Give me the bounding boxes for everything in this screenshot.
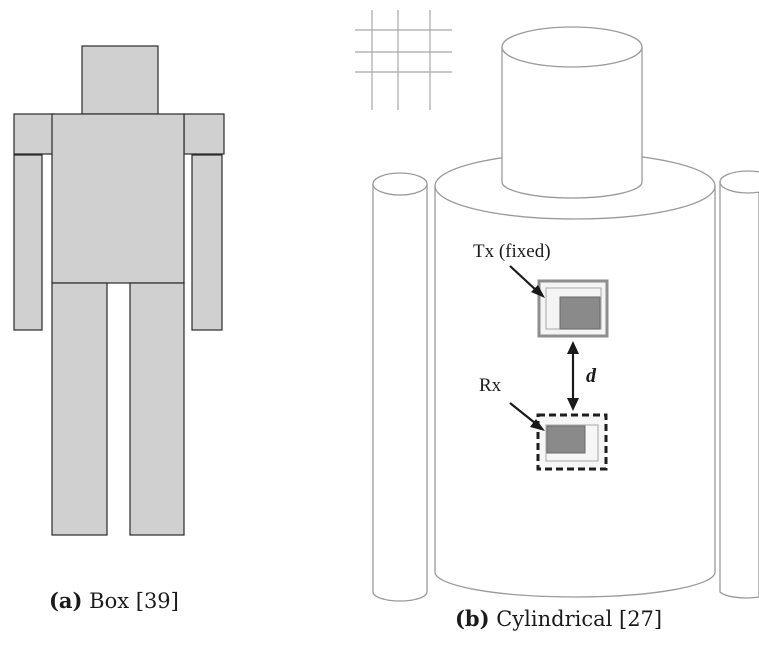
caption-b-text: Cylindrical [27] (489, 607, 663, 631)
box-left-leg (51, 282, 108, 536)
distance-label: d (586, 365, 597, 387)
caption-a-tag: (a) (49, 588, 83, 613)
rx-antenna (536, 413, 608, 471)
tx-antenna (537, 279, 609, 338)
box-right-leg (129, 282, 185, 536)
tx-label: Tx (fixed) (473, 241, 551, 262)
box-left-shoulder (13, 113, 55, 155)
head-cylinder (501, 26, 643, 199)
rx-label: Rx (479, 375, 502, 396)
cylindrical-body-model: Tx (fixed) Rx d (355, 10, 759, 602)
box-head (81, 45, 159, 115)
caption-box-model: (a) Box [39] (49, 588, 179, 613)
box-body-model (13, 45, 225, 536)
background-grid (355, 10, 452, 110)
caption-b-tag: (b) (455, 606, 490, 631)
right-arm-cylinder (719, 170, 759, 599)
left-arm-cylinder (372, 172, 428, 602)
box-left-arm (13, 154, 43, 331)
torso-cylinder (434, 152, 716, 598)
distance-double-arrow (567, 341, 579, 411)
box-right-arm (191, 154, 223, 331)
box-torso (51, 113, 185, 284)
rx-pointer-arrow (509, 402, 545, 431)
box-right-shoulder (183, 113, 225, 155)
caption-cylindrical-model: (b) Cylindrical [27] (455, 606, 662, 631)
caption-a-text: Box [39] (82, 589, 179, 613)
tx-pointer-arrow (509, 265, 545, 298)
